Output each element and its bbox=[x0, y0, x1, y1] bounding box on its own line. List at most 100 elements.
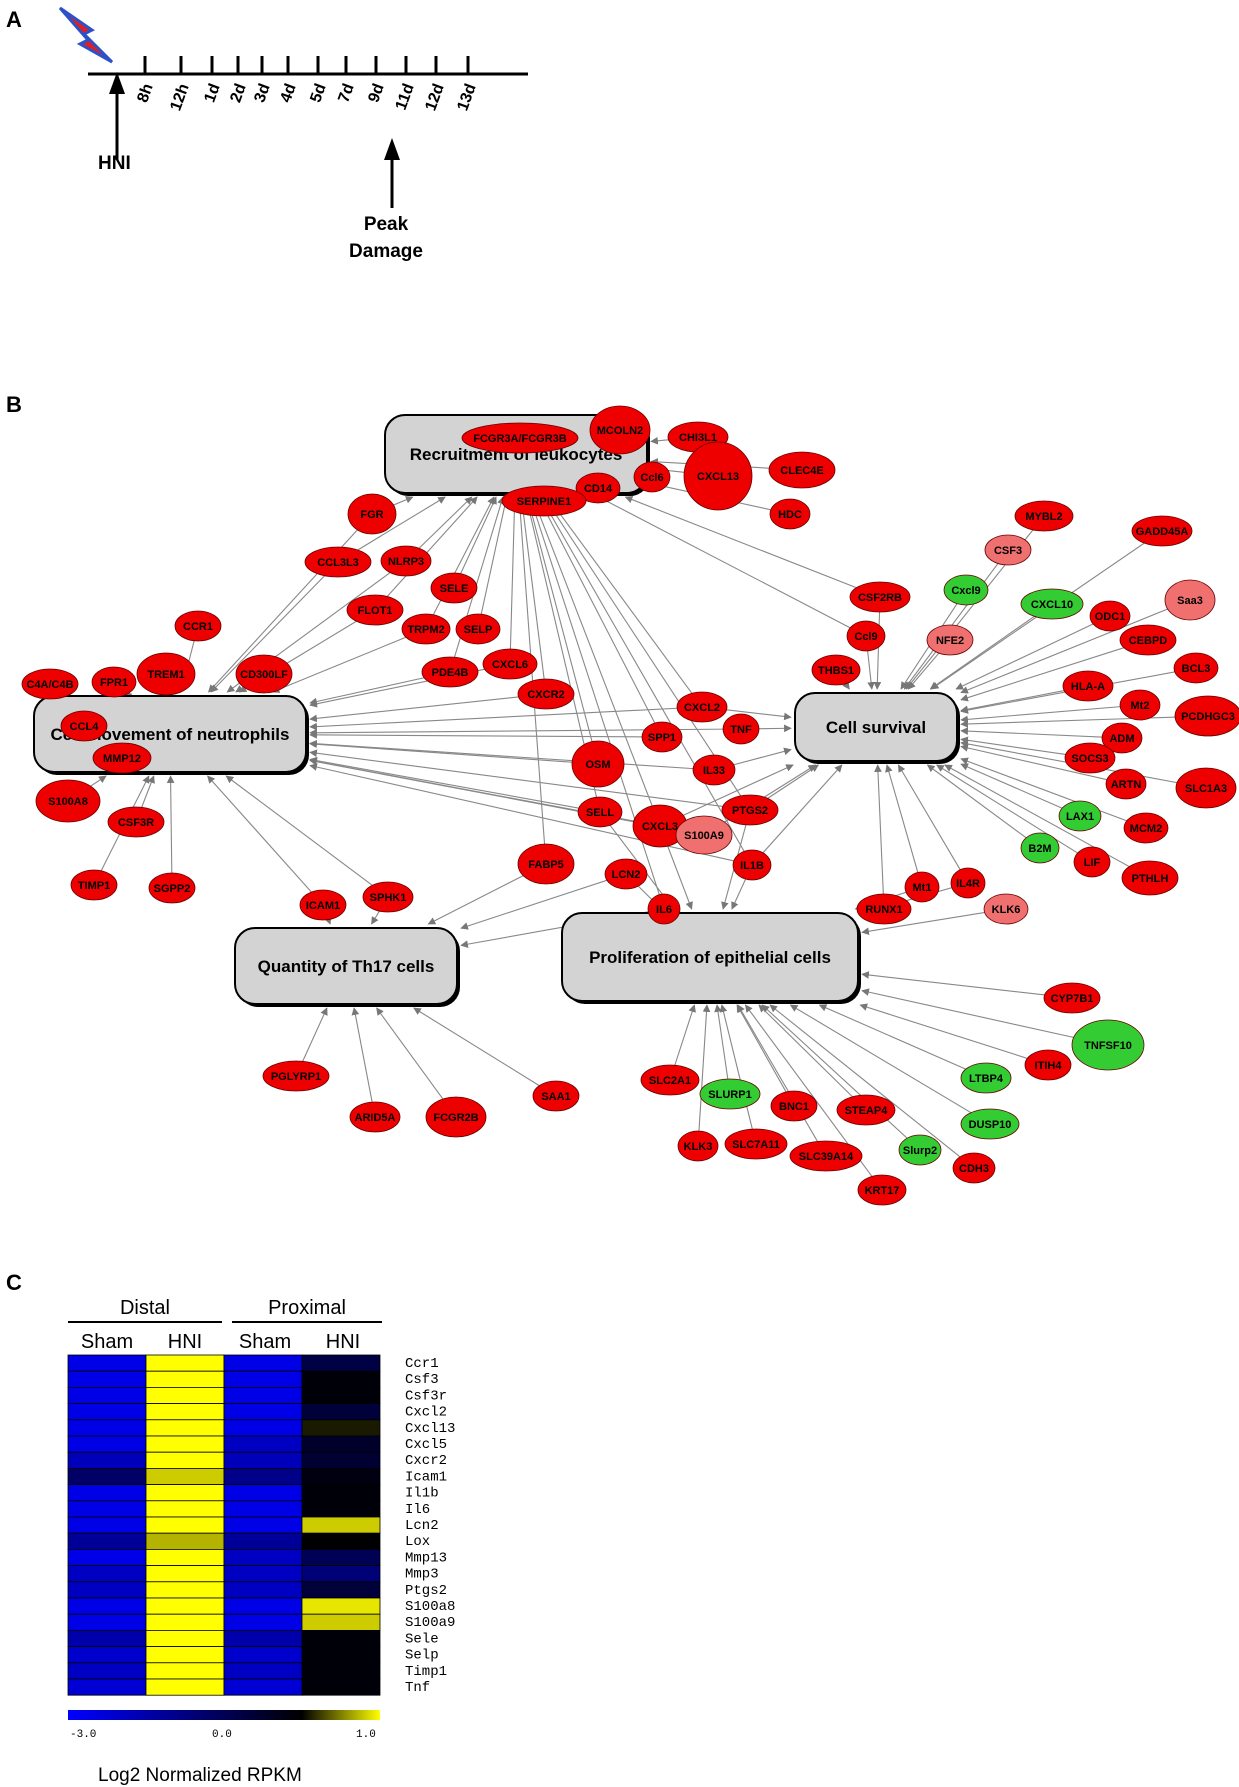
gene-node[interactable]: DUSP10 bbox=[960, 1108, 1020, 1140]
gene-node[interactable]: HLA-A bbox=[1062, 670, 1114, 702]
gene-node[interactable]: LAX1 bbox=[1058, 800, 1102, 832]
heatmap-gene-label: Il1b bbox=[405, 1486, 439, 1502]
gene-node[interactable]: ADM bbox=[1101, 722, 1143, 754]
gene-node[interactable]: KLK3 bbox=[677, 1130, 719, 1162]
gene-node[interactable]: PTHLH bbox=[1121, 860, 1179, 896]
gene-node[interactable]: MCM2 bbox=[1123, 812, 1169, 844]
gene-node[interactable]: Mt2 bbox=[1119, 689, 1161, 721]
gene-node[interactable]: GADD45A bbox=[1131, 515, 1193, 547]
gene-node[interactable]: SLC39A14 bbox=[789, 1140, 863, 1172]
gene-node[interactable]: THBS1 bbox=[811, 654, 861, 686]
gene-node[interactable]: TNFSF10 bbox=[1071, 1019, 1145, 1071]
gene-node[interactable]: LCN2 bbox=[604, 858, 648, 890]
gene-node[interactable]: CEBPD bbox=[1119, 624, 1177, 656]
gene-node[interactable]: SPP1 bbox=[641, 721, 683, 753]
gene-node[interactable]: SGPP2 bbox=[148, 872, 196, 904]
gene-node[interactable]: BCL3 bbox=[1173, 652, 1219, 684]
gene-node[interactable]: KRT17 bbox=[857, 1174, 907, 1206]
gene-node[interactable]: CD14 bbox=[575, 472, 621, 504]
gene-node[interactable]: SERPINE1 bbox=[501, 485, 587, 517]
gene-node[interactable]: FCGR3A/FCGR3B bbox=[461, 422, 579, 454]
gene-node[interactable]: STEAP4 bbox=[836, 1094, 896, 1126]
gene-node[interactable]: OSM bbox=[571, 740, 625, 788]
gene-node[interactable]: PCDHGC3 bbox=[1174, 695, 1239, 737]
gene-node[interactable]: ODC1 bbox=[1089, 600, 1131, 632]
gene-node[interactable]: SLC7A11 bbox=[724, 1128, 788, 1160]
gene-node[interactable]: FABP5 bbox=[517, 843, 575, 885]
gene-node[interactable]: SLURP1 bbox=[699, 1078, 761, 1110]
gene-node[interactable]: MCOLN2 bbox=[589, 405, 651, 455]
gene-node[interactable]: Saa3 bbox=[1164, 579, 1216, 621]
gene-node[interactable]: HDC bbox=[769, 498, 811, 530]
gene-node[interactable]: ARID5A bbox=[349, 1101, 401, 1133]
gene-node[interactable]: RUNX1 bbox=[856, 893, 912, 925]
gene-node[interactable]: NLRP3 bbox=[380, 545, 432, 577]
gene-node[interactable]: IL4R bbox=[950, 867, 986, 899]
gene-node[interactable]: CXCL13 bbox=[683, 441, 753, 511]
gene-node[interactable]: CXCL2 bbox=[676, 691, 728, 723]
gene-node[interactable]: KLK6 bbox=[983, 893, 1029, 925]
gene-node[interactable]: PGLYRP1 bbox=[262, 1060, 330, 1092]
gene-node[interactable]: IL6 bbox=[647, 893, 681, 925]
gene-node[interactable]: TRPM2 bbox=[401, 613, 451, 645]
gene-node[interactable]: BNC1 bbox=[770, 1090, 818, 1122]
gene-node[interactable]: IL33 bbox=[692, 754, 736, 786]
gene-node[interactable]: CLEC4E bbox=[768, 451, 836, 489]
gene-node[interactable]: Ccl9 bbox=[846, 620, 886, 652]
gene-node[interactable]: FGR bbox=[347, 493, 397, 535]
gene-node[interactable]: SLC2A1 bbox=[640, 1064, 700, 1096]
gene-node[interactable]: Mt1 bbox=[904, 871, 940, 903]
gene-node[interactable]: CCL3L3 bbox=[304, 546, 372, 578]
gene-node[interactable]: LTBP4 bbox=[960, 1062, 1012, 1094]
gene-node[interactable]: SLC1A3 bbox=[1175, 767, 1237, 809]
gene-node[interactable]: ITIH4 bbox=[1024, 1049, 1072, 1081]
function-node-label: Cell movement of neutrophils bbox=[51, 725, 290, 744]
gene-node[interactable]: CCR1 bbox=[174, 610, 222, 642]
gene-node[interactable]: CSF3 bbox=[984, 534, 1032, 566]
gene-node[interactable]: CXCL10 bbox=[1020, 588, 1084, 620]
heatmap-cell bbox=[223, 1646, 303, 1664]
gene-node[interactable]: C4A/C4B bbox=[21, 668, 79, 700]
gene-node[interactable]: CSF2RB bbox=[849, 581, 911, 613]
gene-node[interactable]: NFE2 bbox=[926, 624, 974, 656]
gene-node[interactable]: TREM1 bbox=[136, 652, 196, 696]
gene-node[interactable]: FPR1 bbox=[91, 666, 137, 698]
gene-node[interactable]: FCGR2B bbox=[425, 1096, 487, 1138]
gene-node[interactable]: MYBL2 bbox=[1014, 500, 1074, 532]
gene-node[interactable]: Cxcl9 bbox=[943, 574, 989, 606]
gene-node[interactable]: CD300LF bbox=[235, 654, 293, 694]
gene-node[interactable]: CCL4 bbox=[60, 710, 108, 742]
gene-node[interactable]: SELL bbox=[577, 796, 623, 828]
gene-node[interactable]: ARTN bbox=[1105, 768, 1147, 800]
gene-node[interactable]: SOCS3 bbox=[1064, 742, 1116, 774]
gene-node[interactable]: CXCR2 bbox=[517, 678, 575, 710]
gene-node[interactable]: TNF bbox=[722, 713, 760, 745]
gene-node[interactable]: CYP7B1 bbox=[1043, 982, 1101, 1014]
gene-node[interactable]: CSF3R bbox=[107, 806, 165, 838]
gene-node[interactable]: SAA1 bbox=[532, 1080, 580, 1112]
function-node[interactable]: Quantity of Th17 cells bbox=[234, 927, 460, 1007]
gene-node[interactable]: FLOT1 bbox=[346, 594, 404, 626]
gene-node[interactable]: LIF bbox=[1073, 846, 1111, 878]
gene-node[interactable]: PDE4B bbox=[421, 656, 479, 688]
gene-node[interactable]: CXCL6 bbox=[482, 648, 538, 680]
heatmap-cell bbox=[223, 1403, 303, 1421]
gene-node[interactable]: Slurp2 bbox=[898, 1134, 942, 1166]
gene-node[interactable]: SELP bbox=[455, 613, 501, 645]
gene-node[interactable]: CDH3 bbox=[952, 1152, 996, 1184]
function-node[interactable]: Cell survival bbox=[794, 692, 960, 764]
gene-node[interactable]: ICAM1 bbox=[299, 889, 347, 921]
gene-node[interactable]: Ccl6 bbox=[633, 461, 671, 493]
gene-node[interactable]: PTGS2 bbox=[721, 794, 779, 826]
gene-node[interactable]: TIMP1 bbox=[70, 869, 118, 901]
gene-node[interactable]: MMP12 bbox=[92, 742, 152, 774]
gene-node-label: KLK3 bbox=[684, 1141, 713, 1153]
gene-node[interactable]: B2M bbox=[1020, 832, 1060, 864]
gene-node[interactable]: S100A8 bbox=[35, 779, 101, 823]
function-node[interactable]: Proliferation of epithelial cells bbox=[561, 912, 861, 1004]
gene-node[interactable]: S100A9 bbox=[675, 815, 733, 855]
gene-node[interactable]: SPHK1 bbox=[362, 881, 414, 913]
gene-node[interactable]: SELE bbox=[430, 572, 478, 604]
gene-node[interactable]: CXCL3 bbox=[632, 804, 688, 848]
gene-node[interactable]: IL1B bbox=[732, 849, 772, 881]
